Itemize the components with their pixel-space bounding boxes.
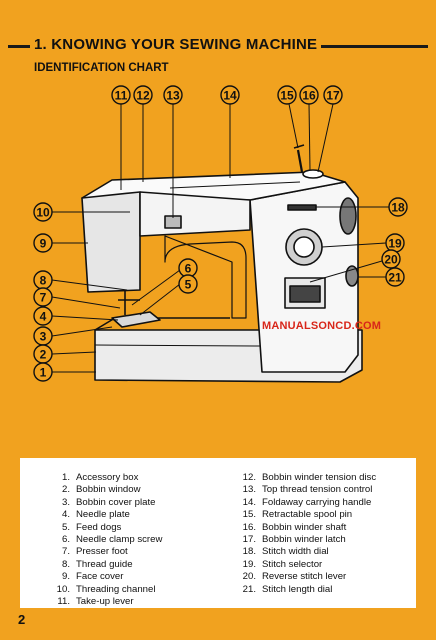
callout-7: 7 xyxy=(33,287,53,307)
legend-column-left: 1.Accessory box 2.Bobbin window 3.Bobbin… xyxy=(48,472,163,608)
callout-11: 11 xyxy=(111,85,131,105)
svg-text:20: 20 xyxy=(384,253,398,267)
legend-item: 3.Bobbin cover plate xyxy=(61,496,156,508)
svg-text:16: 16 xyxy=(302,89,316,103)
legend-item: 20.Reverse stitch lever xyxy=(242,571,347,583)
svg-text:10: 10 xyxy=(36,206,50,220)
callout-6: 6 xyxy=(178,258,198,278)
svg-text:5: 5 xyxy=(185,278,192,292)
callout-18: 18 xyxy=(388,197,408,217)
callout-17: 17 xyxy=(323,85,343,105)
svg-text:19: 19 xyxy=(388,237,402,251)
svg-text:4: 4 xyxy=(40,310,47,324)
callout-4: 4 xyxy=(33,306,53,326)
svg-text:3: 3 xyxy=(40,330,47,344)
page-title: 1. KNOWING YOUR SEWING MACHINE xyxy=(30,36,322,53)
callout-10: 10 xyxy=(33,202,53,222)
legend-item: 19.Stitch selector xyxy=(242,558,323,570)
callout-12: 12 xyxy=(133,85,153,105)
legend-item: 5.Feed dogs xyxy=(61,521,122,533)
callout-9: 9 xyxy=(33,233,53,253)
legend-item: 4.Needle plate xyxy=(61,509,130,521)
sewing-machine-illustration xyxy=(81,144,363,383)
callout-20: 20 xyxy=(381,249,401,269)
svg-text:9: 9 xyxy=(40,237,47,251)
callout-leaders xyxy=(51,103,390,373)
callout-13: 13 xyxy=(163,85,183,105)
legend-item: 11.Take-up lever xyxy=(57,596,134,608)
callout-3: 3 xyxy=(33,326,53,346)
legend-item: 13.Top thread tension control xyxy=(242,484,373,496)
page-number: 2 xyxy=(18,612,26,627)
svg-text:15: 15 xyxy=(280,89,294,103)
legend-item: 16.Bobbin winder shaft xyxy=(242,521,347,533)
legend-item: 21.Stitch length dial xyxy=(242,583,333,595)
callout-14: 14 xyxy=(220,85,240,105)
callout-5: 5 xyxy=(178,274,198,294)
svg-text:6: 6 xyxy=(185,262,192,276)
watermark-text: MANUALSONCD.COM xyxy=(262,320,382,332)
legend-item: 18.Stitch width dial xyxy=(242,546,329,558)
svg-text:7: 7 xyxy=(40,291,47,305)
legend-item: 17.Bobbin winder latch xyxy=(242,534,346,546)
svg-text:17: 17 xyxy=(326,89,340,103)
callout-21: 21 xyxy=(385,267,405,287)
legend-item: 15.Retractable spool pin xyxy=(242,509,353,521)
callout-19: 19 xyxy=(385,233,405,253)
svg-text:18: 18 xyxy=(391,201,405,215)
legend-item: 9.Face cover xyxy=(61,571,124,583)
callout-1: 1 xyxy=(33,362,53,382)
legend-item: 6.Needle clamp screw xyxy=(61,534,163,546)
callout-15: 15 xyxy=(277,85,297,105)
svg-text:12: 12 xyxy=(136,89,150,103)
legend-item: 8.Thread guide xyxy=(61,558,133,570)
section-subtitle: IDENTIFICATION CHART xyxy=(34,62,169,74)
callout-2: 2 xyxy=(33,344,53,364)
legend-item: 12.Bobbin winder tension disc xyxy=(242,472,377,483)
legend-item: 14.Foldaway carrying handle xyxy=(242,496,372,508)
svg-text:21: 21 xyxy=(388,271,402,285)
legend-item: 10.Threading channel xyxy=(56,583,156,595)
legend-item: 7.Presser foot xyxy=(61,546,128,558)
sewing-machine-diagram: 11 12 13 14 15 16 17 18 10 9 19 20 21 8 … xyxy=(33,85,408,383)
legend-item: 1.Accessory box xyxy=(61,472,139,483)
svg-text:14: 14 xyxy=(223,89,237,103)
legend-item: 2.Bobbin window xyxy=(61,484,141,496)
svg-text:1: 1 xyxy=(40,366,47,380)
callout-16: 16 xyxy=(299,85,319,105)
callout-8: 8 xyxy=(33,270,53,290)
legend-column-right: 12.Bobbin winder tension disc 13.Top thr… xyxy=(234,472,376,596)
svg-text:11: 11 xyxy=(115,89,128,103)
parts-legend: 1.Accessory box 2.Bobbin window 3.Bobbin… xyxy=(20,458,416,608)
svg-text:2: 2 xyxy=(40,348,47,362)
svg-text:8: 8 xyxy=(40,274,47,288)
svg-text:13: 13 xyxy=(166,89,180,103)
